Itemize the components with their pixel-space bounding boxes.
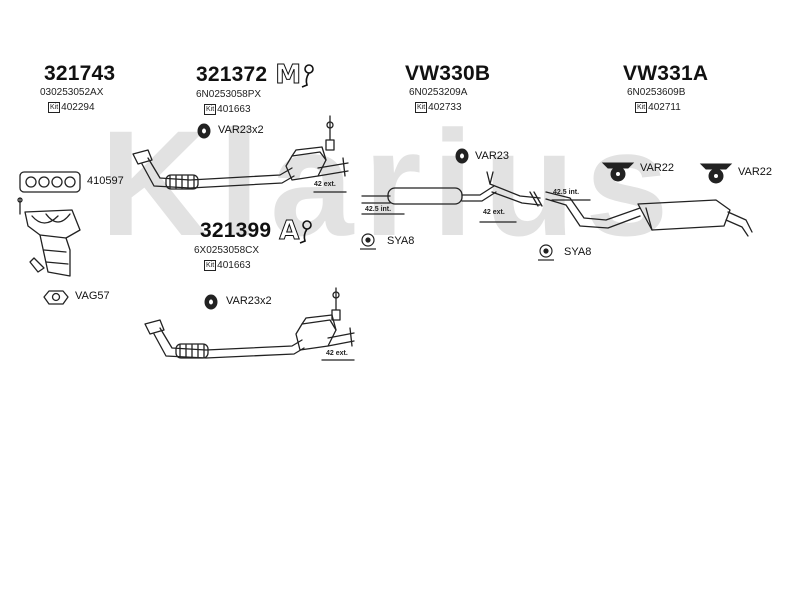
vag57-gasket-icon	[43, 290, 69, 305]
kit-tag: Kit	[415, 102, 428, 113]
kit-value: 402733	[428, 102, 462, 113]
kit-value: 401663	[217, 260, 251, 271]
group-321372: 321372 M 6N0253058PX Kit 401663	[196, 62, 315, 115]
dim-42-ext-top: 42 ext.	[314, 181, 336, 188]
part-number: 321372	[196, 63, 268, 86]
label-410597: 410597	[87, 175, 124, 187]
front-pipe-321399	[144, 287, 355, 361]
kit-tag: Kit	[204, 260, 217, 271]
part-reference: 030253052AX	[40, 87, 104, 98]
var23x2-hanger-icon	[197, 123, 211, 139]
kit-value: 402711	[648, 102, 681, 113]
label-var22-b: VAR22	[738, 166, 773, 178]
watermark-logo: Klarius	[100, 99, 679, 267]
var23x2-hanger-icon-bottom	[204, 294, 218, 310]
mid-silencer-vw330b	[361, 171, 543, 223]
part-number: VW330B	[405, 62, 491, 85]
kit-number: Kit 402711	[635, 102, 708, 113]
var22-hanger-icon-b	[699, 163, 733, 184]
gear-stick-icon	[301, 64, 314, 88]
dim-42-5-int-a: 42.5 int.	[365, 206, 392, 213]
automatic-transmission-icon: A	[279, 216, 313, 246]
group-321399: 321399 A 6X0253058CX Kit 401663	[194, 216, 313, 271]
kit-number: Kit 402733	[415, 102, 490, 113]
auto-letter: A	[279, 216, 300, 246]
kit-number: Kit 402294	[48, 102, 115, 113]
manual-transmission-icon: M	[275, 60, 315, 90]
part-number: 321743	[44, 62, 116, 85]
manifold-catalyst	[17, 197, 81, 277]
kit-value: 401663	[217, 104, 251, 115]
group-vw331a: VW331A 6N0253609B Kit 402711	[623, 62, 708, 113]
kit-tag: Kit	[204, 104, 217, 115]
var22-hanger-icon-a	[601, 162, 635, 182]
kit-tag: Kit	[635, 102, 648, 113]
front-pipe-321372	[132, 115, 349, 193]
label-var22-a: VAR22	[640, 162, 675, 174]
part-number: 321399	[200, 219, 272, 242]
label-vag57: VAG57	[75, 290, 110, 302]
dim-42-ext-mid: 42 ext.	[483, 209, 505, 216]
kit-number: Kit 401663	[204, 260, 313, 271]
part-reference: 6N0253209A	[409, 87, 468, 98]
label-var23: VAR23	[475, 150, 510, 162]
gear-stick-icon	[300, 220, 313, 244]
part-reference: 6N0253609B	[627, 87, 686, 98]
group-vw330b: VW330B 6N0253209A Kit 402733	[405, 62, 490, 113]
part-reference: 6N0253058PX	[196, 89, 262, 100]
kit-number: Kit 401663	[204, 104, 315, 115]
label-sya8-a: SYA8	[387, 235, 415, 247]
manual-letter: M	[275, 60, 302, 90]
dim-42-ext-bottom: 42 ext.	[326, 350, 348, 357]
label-var23x2-bottom: VAR23x2	[226, 295, 272, 307]
var23-hanger-icon	[455, 148, 469, 164]
manifold-gasket	[19, 171, 81, 193]
rear-silencer-vw331a	[545, 191, 753, 237]
kit-value: 402294	[61, 102, 95, 113]
label-var23x2: VAR23x2	[218, 124, 264, 136]
label-sya8-b: SYA8	[564, 246, 592, 258]
sya8-clamp-icon-b	[538, 244, 554, 261]
sya8-clamp-icon-a	[360, 233, 376, 250]
part-number: VW331A	[623, 62, 709, 85]
group-321743: 321743 030253052AX Kit 402294	[40, 62, 116, 113]
kit-tag: Kit	[48, 102, 61, 113]
dim-42-5-int-b: 42.5 int.	[553, 189, 580, 196]
part-reference: 6X0253058CX	[194, 245, 260, 256]
